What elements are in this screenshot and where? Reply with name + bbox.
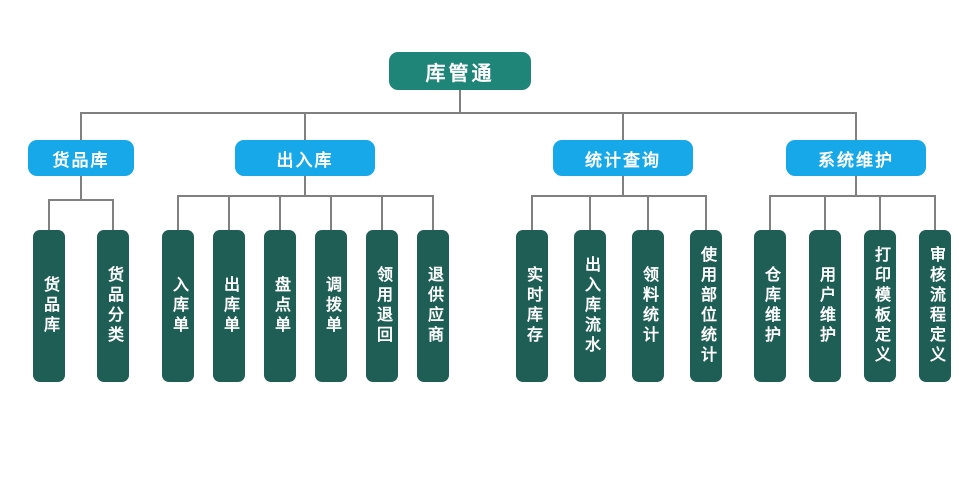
connector-branch-3-bus [531,195,706,197]
node-leaf-huopinfenlei[interactable]: 货品分类 [97,230,129,382]
connector-branch-4-stem [855,176,857,196]
connector-leaf-3-3 [647,195,649,230]
node-leaf-churukuliushui[interactable]: 出入库流水 [574,230,606,382]
node-leaf-yonghuweihu[interactable]: 用户维护 [809,230,841,382]
connector-drop-branch-3 [622,112,624,140]
connector-branch-1-stem [80,176,82,200]
connector-branch-2-bus [177,195,433,197]
connector-leaf-2-1 [177,195,179,230]
connector-leaf-4-1 [769,195,771,230]
node-root-kuguantong[interactable]: 库管通 [389,52,531,90]
connector-branch-2-stem [304,176,306,196]
node-branch-xitongweihu[interactable]: 系统维护 [786,140,926,176]
node-branch-tongjichaxun[interactable]: 统计查询 [553,140,693,176]
node-leaf-huopinku[interactable]: 货品库 [33,230,65,382]
node-leaf-chukudan[interactable]: 出库单 [213,230,245,382]
connector-leaf-2-6 [432,195,434,230]
connector-leaf-3-1 [531,195,533,230]
node-leaf-tuigongyingshang[interactable]: 退供应商 [417,230,449,382]
node-leaf-shiyongbuweitongji[interactable]: 使用部位统计 [690,230,722,382]
connector-leaf-2-2 [228,195,230,230]
connector-leaf-4-2 [824,195,826,230]
node-leaf-pandiandan[interactable]: 盘点单 [264,230,296,382]
node-branch-huopinku[interactable]: 货品库 [28,140,134,176]
node-leaf-diaobodan[interactable]: 调拨单 [315,230,347,382]
node-leaf-lingyongtuihui[interactable]: 领用退回 [366,230,398,382]
connector-leaf-3-4 [705,195,707,230]
node-branch-churuku[interactable]: 出入库 [235,140,375,176]
connector-leaf-2-3 [279,195,281,230]
node-leaf-dayinmubandingyi[interactable]: 打印模板定义 [864,230,896,382]
node-leaf-rukudan[interactable]: 入库单 [162,230,194,382]
connector-leaf-4-4 [934,195,936,230]
node-leaf-shenheliuchengdingyi[interactable]: 审核流程定义 [919,230,951,382]
connector-leaf-4-3 [879,195,881,230]
connector-drop-branch-1 [80,112,82,140]
connector-leaf-1-1 [48,199,50,230]
connector-branch-1-bus [48,199,114,201]
connector-leaf-1-2 [112,199,114,230]
connector-leaf-3-2 [589,195,591,230]
connector-drop-branch-4 [855,112,857,140]
node-leaf-liaoliaotongji[interactable]: 领料统计 [632,230,664,382]
connector-leaf-2-5 [381,195,383,230]
connector-branch-4-bus [769,195,935,197]
connector-leaf-2-4 [330,195,332,230]
connector-main-bus [80,112,857,114]
connector-root-stem [459,90,461,112]
node-leaf-cangkuweihu[interactable]: 仓库维护 [754,230,786,382]
node-leaf-shishikucun[interactable]: 实时库存 [516,230,548,382]
connector-branch-3-stem [622,176,624,196]
connector-drop-branch-2 [304,112,306,140]
